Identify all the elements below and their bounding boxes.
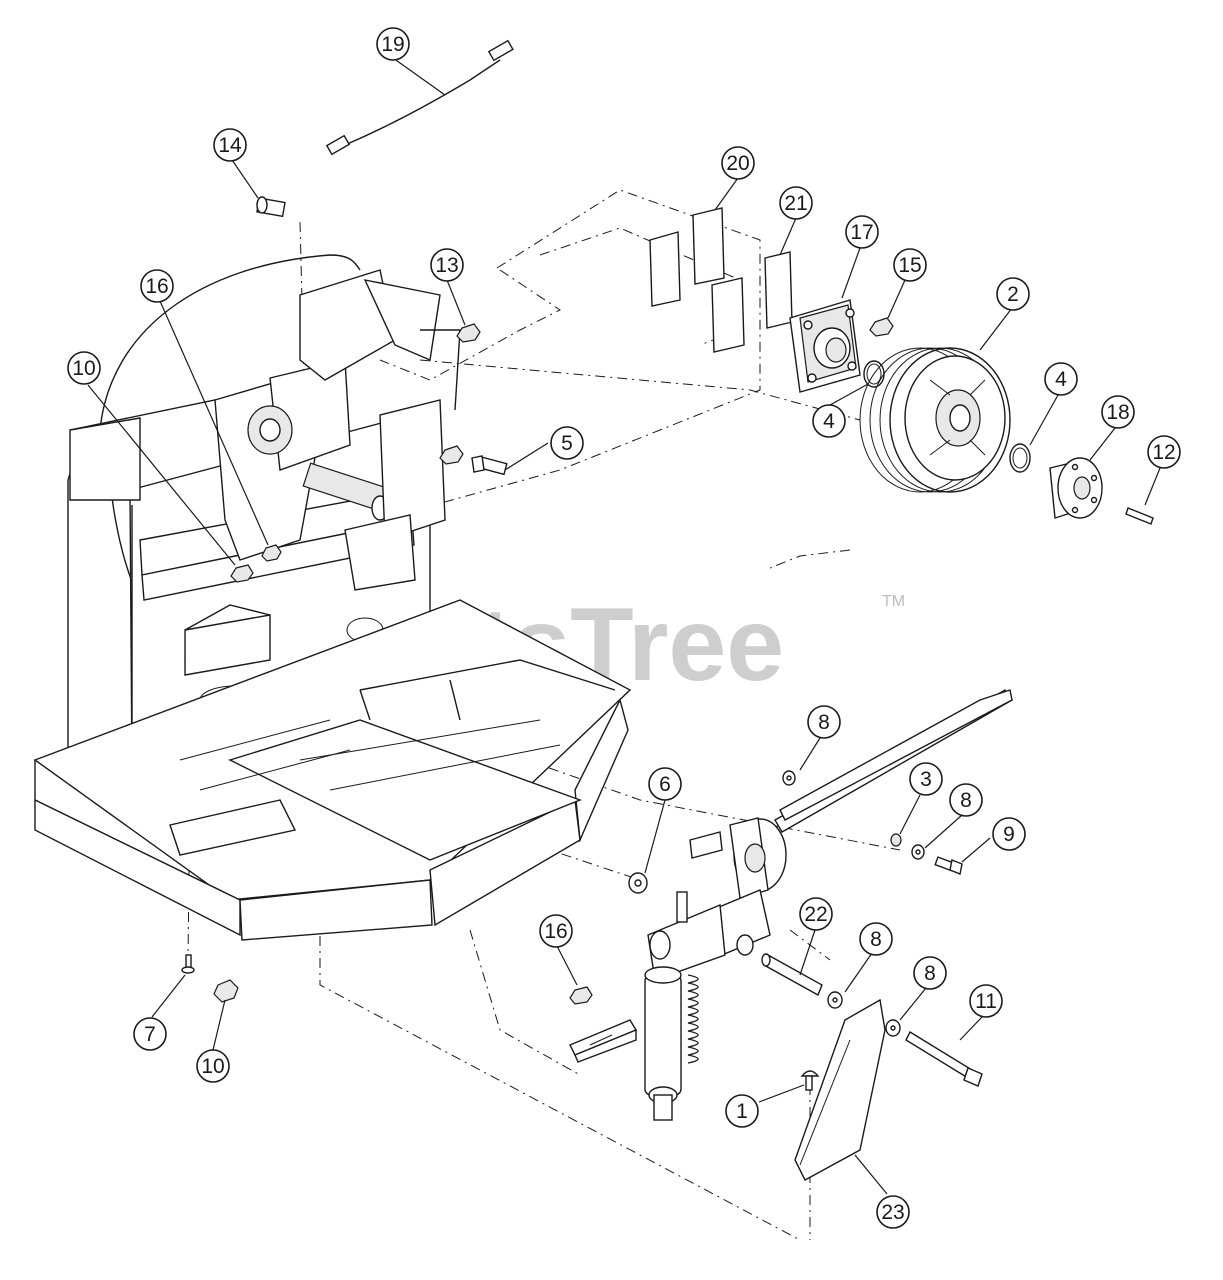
callout-label: 13 — [435, 254, 458, 277]
callout-label: 11 — [975, 990, 997, 1013]
bracket-23 — [794, 998, 886, 1181]
callout-20: 20 — [721, 146, 755, 180]
callout-15: 15 — [893, 248, 927, 282]
callout-4-right: 4 — [1044, 362, 1078, 396]
callout-label: 16 — [544, 920, 567, 943]
callout-label: 1 — [736, 1100, 748, 1123]
callout-14: 14 — [213, 128, 247, 162]
callout-1: 1 — [725, 1094, 759, 1128]
callout-16-lower: 16 — [539, 914, 573, 948]
callout-3: 3 — [909, 762, 943, 796]
key-12 — [1125, 507, 1154, 525]
callout-23: 23 — [876, 1195, 910, 1229]
callout-label: 23 — [881, 1201, 904, 1224]
snap-ring-4-right — [1009, 443, 1031, 473]
callout-7: 7 — [133, 1017, 167, 1051]
callout-8-top: 8 — [807, 705, 841, 739]
callout-label: 7 — [144, 1023, 156, 1046]
callout-10-upper: 10 — [67, 351, 101, 385]
callout-label: 14 — [218, 134, 242, 157]
callout-label: 4 — [1055, 368, 1067, 391]
callout-9: 9 — [992, 817, 1026, 851]
callout-19: 19 — [376, 27, 410, 61]
carriage-bolt-1 — [800, 1070, 820, 1091]
callout-13: 13 — [430, 248, 464, 282]
bearing-flange — [789, 299, 861, 393]
screw-7 — [181, 954, 195, 974]
callout-label: 10 — [201, 1055, 224, 1078]
bolt-5 — [439, 445, 508, 476]
callout-12: 12 — [1147, 435, 1181, 469]
nut-13 — [456, 323, 481, 343]
lever-assembly — [644, 689, 1014, 1121]
callout-label: 15 — [898, 254, 921, 277]
nut-10-lower — [213, 979, 239, 1003]
washers-and-pins — [628, 770, 983, 1087]
callout-6: 6 — [648, 767, 682, 801]
callout-4-left: 4 — [812, 404, 846, 438]
callout-label: 10 — [72, 357, 95, 380]
callout-18: 18 — [1101, 395, 1135, 429]
pulley — [859, 347, 1011, 493]
callout-label: 17 — [850, 221, 873, 244]
nut-10-upper — [230, 564, 254, 583]
callout-label: 21 — [784, 192, 807, 215]
callout-16-upper: 16 — [140, 269, 174, 303]
watermark-trademark: TM — [882, 593, 905, 610]
callout-label: 5 — [561, 432, 573, 455]
callout-10-lower: 10 — [196, 1049, 230, 1083]
callout-label: 20 — [726, 152, 749, 175]
callout-label: 9 — [1003, 823, 1015, 846]
callout-label: 22 — [804, 903, 827, 926]
callout-label: 6 — [659, 773, 671, 796]
callout-21: 21 — [779, 186, 813, 220]
callout-label: 19 — [381, 33, 404, 56]
cable — [325, 39, 514, 156]
callout-label: 8 — [960, 789, 972, 812]
callout-label: 18 — [1106, 401, 1129, 424]
shim-plates — [649, 207, 793, 353]
callout-5: 5 — [550, 426, 584, 460]
callout-17: 17 — [845, 215, 879, 249]
callout-label: 8 — [818, 711, 830, 734]
callout-2: 2 — [996, 277, 1030, 311]
callout-label: 8 — [924, 962, 936, 985]
callout-label: 16 — [145, 275, 168, 298]
callout-label: 4 — [823, 410, 835, 433]
leader-lines — [87, 57, 1161, 1195]
callout-label: 2 — [1007, 283, 1019, 306]
main-frame — [33, 269, 632, 941]
callout-label: 3 — [920, 768, 932, 791]
hinge-bracket — [569, 986, 638, 1063]
bolt-14 — [256, 196, 286, 218]
hub — [1049, 457, 1103, 519]
callout-11: 11 — [969, 984, 1003, 1018]
callout-label: 8 — [870, 928, 882, 951]
callout-22: 22 — [799, 897, 833, 931]
callout-8-lower-right: 8 — [913, 956, 947, 990]
nut-16-upper — [261, 544, 282, 562]
callout-label: 12 — [1152, 441, 1175, 464]
callout-8-mid: 8 — [949, 783, 983, 817]
callout-8-lower-left: 8 — [859, 922, 893, 956]
nut-15 — [869, 317, 894, 337]
